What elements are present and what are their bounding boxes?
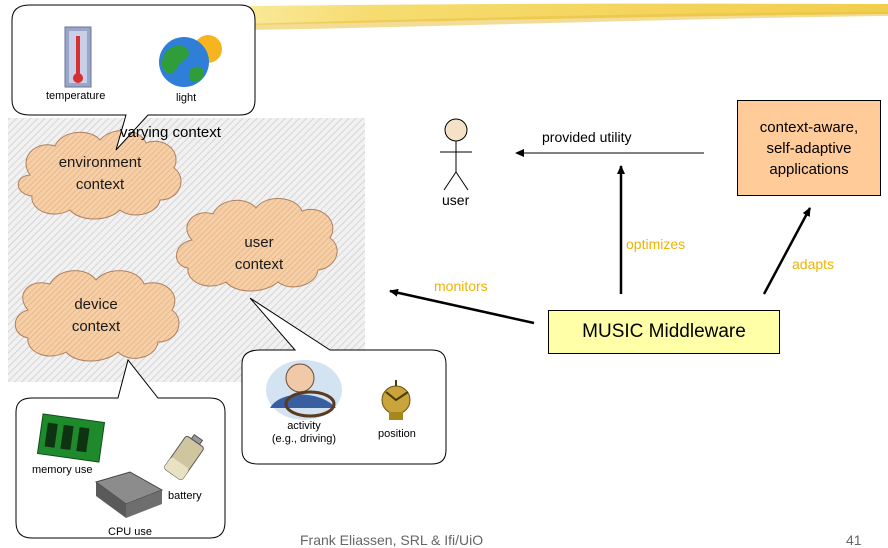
environment-context-cloud <box>17 130 182 220</box>
music-middleware-box: MUSIC Middleware <box>548 310 780 354</box>
applications-line-2: self-adaptive <box>766 139 852 157</box>
user-context-line-1: user <box>244 234 274 251</box>
music-middleware-label: MUSIC Middleware <box>582 321 746 342</box>
position-label: position <box>378 428 416 440</box>
footer-page-number: 41 <box>846 532 862 548</box>
device-context-line-1: device <box>74 296 118 313</box>
device-context-label: device context <box>16 294 176 338</box>
applications-line-1: context-aware, <box>759 118 859 136</box>
adapts-arrow <box>762 207 812 295</box>
footer-author: Frank Eliassen, SRL & Ifi/UiO <box>300 532 484 548</box>
context-area-title: varying context <box>120 124 221 141</box>
light-label: light <box>176 92 197 104</box>
monitors-label: monitors <box>434 278 488 294</box>
battery-icon <box>164 433 204 481</box>
environment-context-line-1: environment <box>58 154 142 171</box>
user-stick-figure <box>440 118 472 191</box>
activity-line-2: (e.g., driving) <box>271 433 337 445</box>
monitors-arrow <box>389 288 535 325</box>
optimizes-label: optimizes <box>626 236 686 252</box>
driver-icon <box>266 360 342 420</box>
environment-context-line-2: context <box>75 176 125 193</box>
user-actor-label: user <box>442 192 470 208</box>
position-icon <box>381 380 411 420</box>
provided-utility-label: provided utility <box>542 129 632 145</box>
applications-line-3: applications <box>769 160 849 178</box>
user-context-label: user context <box>180 232 338 276</box>
memory-use-label: memory use <box>32 464 93 476</box>
device-context-cloud <box>14 270 180 362</box>
temperature-label: temperature <box>46 90 106 102</box>
adapts-label: adapts <box>792 256 835 272</box>
cpu-icon <box>94 471 164 518</box>
activity-line-1: activity <box>287 420 321 432</box>
activity-label: activity (e.g., driving) <box>258 420 350 446</box>
user-context-cloud <box>176 198 338 292</box>
device-context-line-2: context <box>71 318 121 335</box>
earth-sun-icon <box>159 35 222 87</box>
header-brush-stroke <box>90 3 888 30</box>
user-callout <box>241 297 447 465</box>
applications-box: context-aware, self-adaptive application… <box>737 100 881 196</box>
thermometer-icon <box>64 26 92 88</box>
memory-chip-icon <box>36 413 106 463</box>
device-callout <box>15 358 226 539</box>
user-context-line-2: context <box>234 256 284 273</box>
environment-context-label: environment context <box>20 152 180 196</box>
cpu-use-label: CPU use <box>108 526 153 538</box>
battery-label: battery <box>168 490 202 502</box>
